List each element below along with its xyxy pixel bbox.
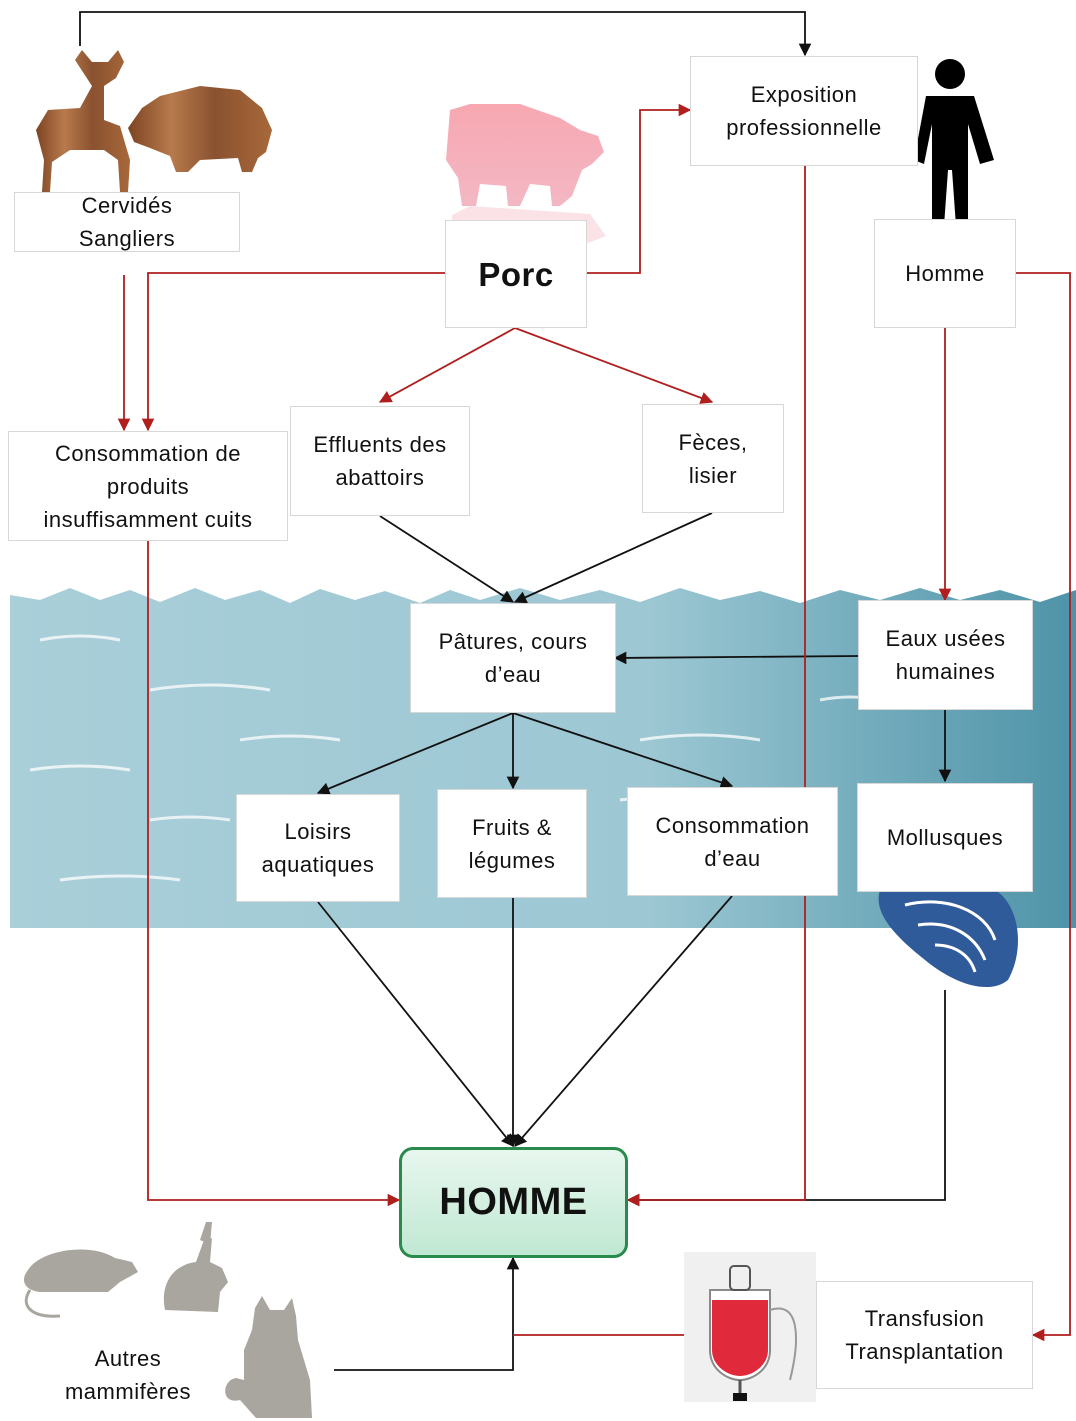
label-effluents-2: abattoirs xyxy=(335,465,425,490)
label-eau-2: d’eau xyxy=(704,845,761,871)
label-consommation-3: insuffisamment cuits xyxy=(43,506,253,532)
label-transfusion-1: Transfusion xyxy=(864,1306,985,1331)
label-exposition-1: Exposition xyxy=(750,82,858,107)
node-consommation-eau: Consommation d’eau xyxy=(627,787,838,896)
arrow-patures-loisirs xyxy=(316,712,514,795)
label-loisirs-1: Loisirs xyxy=(284,819,352,844)
blood-bag-icon xyxy=(684,1252,816,1402)
label-eau-1: Consommation xyxy=(655,812,810,838)
node-homme-main: HOMME xyxy=(399,1147,628,1258)
arrow-patures-eau xyxy=(512,712,734,789)
label-sangliers: Sangliers xyxy=(78,226,176,251)
arrow-loisirs-homme xyxy=(317,901,514,1147)
node-consommation-produits: Consommation de produits insuffisamment cu… xyxy=(8,431,288,541)
label-consommation-1: Consommation de xyxy=(54,440,242,466)
arrow-autres-homme xyxy=(334,1256,520,1371)
person-icon xyxy=(914,59,994,226)
rabbit-icon xyxy=(163,1222,228,1312)
label-eaux-2: humaines xyxy=(895,659,996,684)
label-fruits-2: légumes xyxy=(468,847,556,873)
cat-icon xyxy=(225,1296,312,1418)
arrow-eau-homme xyxy=(514,895,733,1147)
label-eaux-1: Eaux usées xyxy=(885,626,1006,651)
label-consommation-2: produits xyxy=(106,473,190,499)
rat-icon xyxy=(24,1249,138,1318)
label-effluents-1: Effluents des xyxy=(313,432,447,457)
label-patures-1: Pâtures, cours xyxy=(438,629,588,654)
arrow-cervides-exposition xyxy=(79,11,812,57)
node-patures: Pâtures, cours d’eau xyxy=(410,603,616,713)
node-mollusques: Mollusques xyxy=(857,783,1033,892)
label-porc: Porc xyxy=(478,255,554,293)
arrow-feces-patures xyxy=(513,512,713,604)
arrow-homme-transfusion xyxy=(1016,272,1071,1342)
oyster-icon xyxy=(878,877,1018,988)
node-effluents: Effluents des abattoirs xyxy=(290,406,470,516)
arrow-consommation-homme xyxy=(147,540,401,1207)
label-mollusques: Mollusques xyxy=(886,825,1004,850)
label-autres-1: Autres xyxy=(94,1346,162,1371)
node-feces: Fèces, lisier xyxy=(642,404,784,513)
node-porc: Porc xyxy=(445,220,587,328)
label-patures-2: d’eau xyxy=(484,662,542,687)
node-exposition: Exposition professionnelle xyxy=(690,56,918,166)
node-loisirs: Loisirs aquatiques xyxy=(236,794,400,902)
label-feces-1: Fèces, xyxy=(678,429,748,455)
node-eaux-usees: Eaux usées humaines xyxy=(858,600,1033,710)
arrow-porc-consommation xyxy=(141,272,445,432)
label-loisirs-2: aquatiques xyxy=(261,852,375,877)
node-fruits: Fruits & légumes xyxy=(437,789,587,898)
node-homme-top: Homme xyxy=(874,219,1016,328)
label-feces-2: lisier xyxy=(688,462,738,488)
arrow-exposition-homme xyxy=(626,165,806,1207)
arrow-eaux-patures xyxy=(613,651,859,665)
label-transfusion-2: Transplantation xyxy=(845,1339,1004,1364)
label-homme-top: Homme xyxy=(905,261,985,286)
arrow-porc-effluents xyxy=(378,327,516,403)
label-fruits-1: Fruits & xyxy=(472,814,552,840)
label-homme-main: HOMME xyxy=(439,1181,588,1223)
label-autres-2: mammifères xyxy=(64,1379,191,1404)
arrow-effluents-patures xyxy=(379,515,515,603)
boar-icon xyxy=(128,86,272,172)
arrow-porc-exposition xyxy=(587,103,692,274)
label-cervides: Cervidés xyxy=(81,193,173,218)
label-exposition-2: professionnelle xyxy=(726,115,882,140)
arrow-mollusques-homme xyxy=(626,990,946,1207)
deer-icon xyxy=(36,50,130,192)
arrow-porc-feces xyxy=(514,327,714,404)
node-autres: Autres mammifères xyxy=(22,1330,234,1420)
